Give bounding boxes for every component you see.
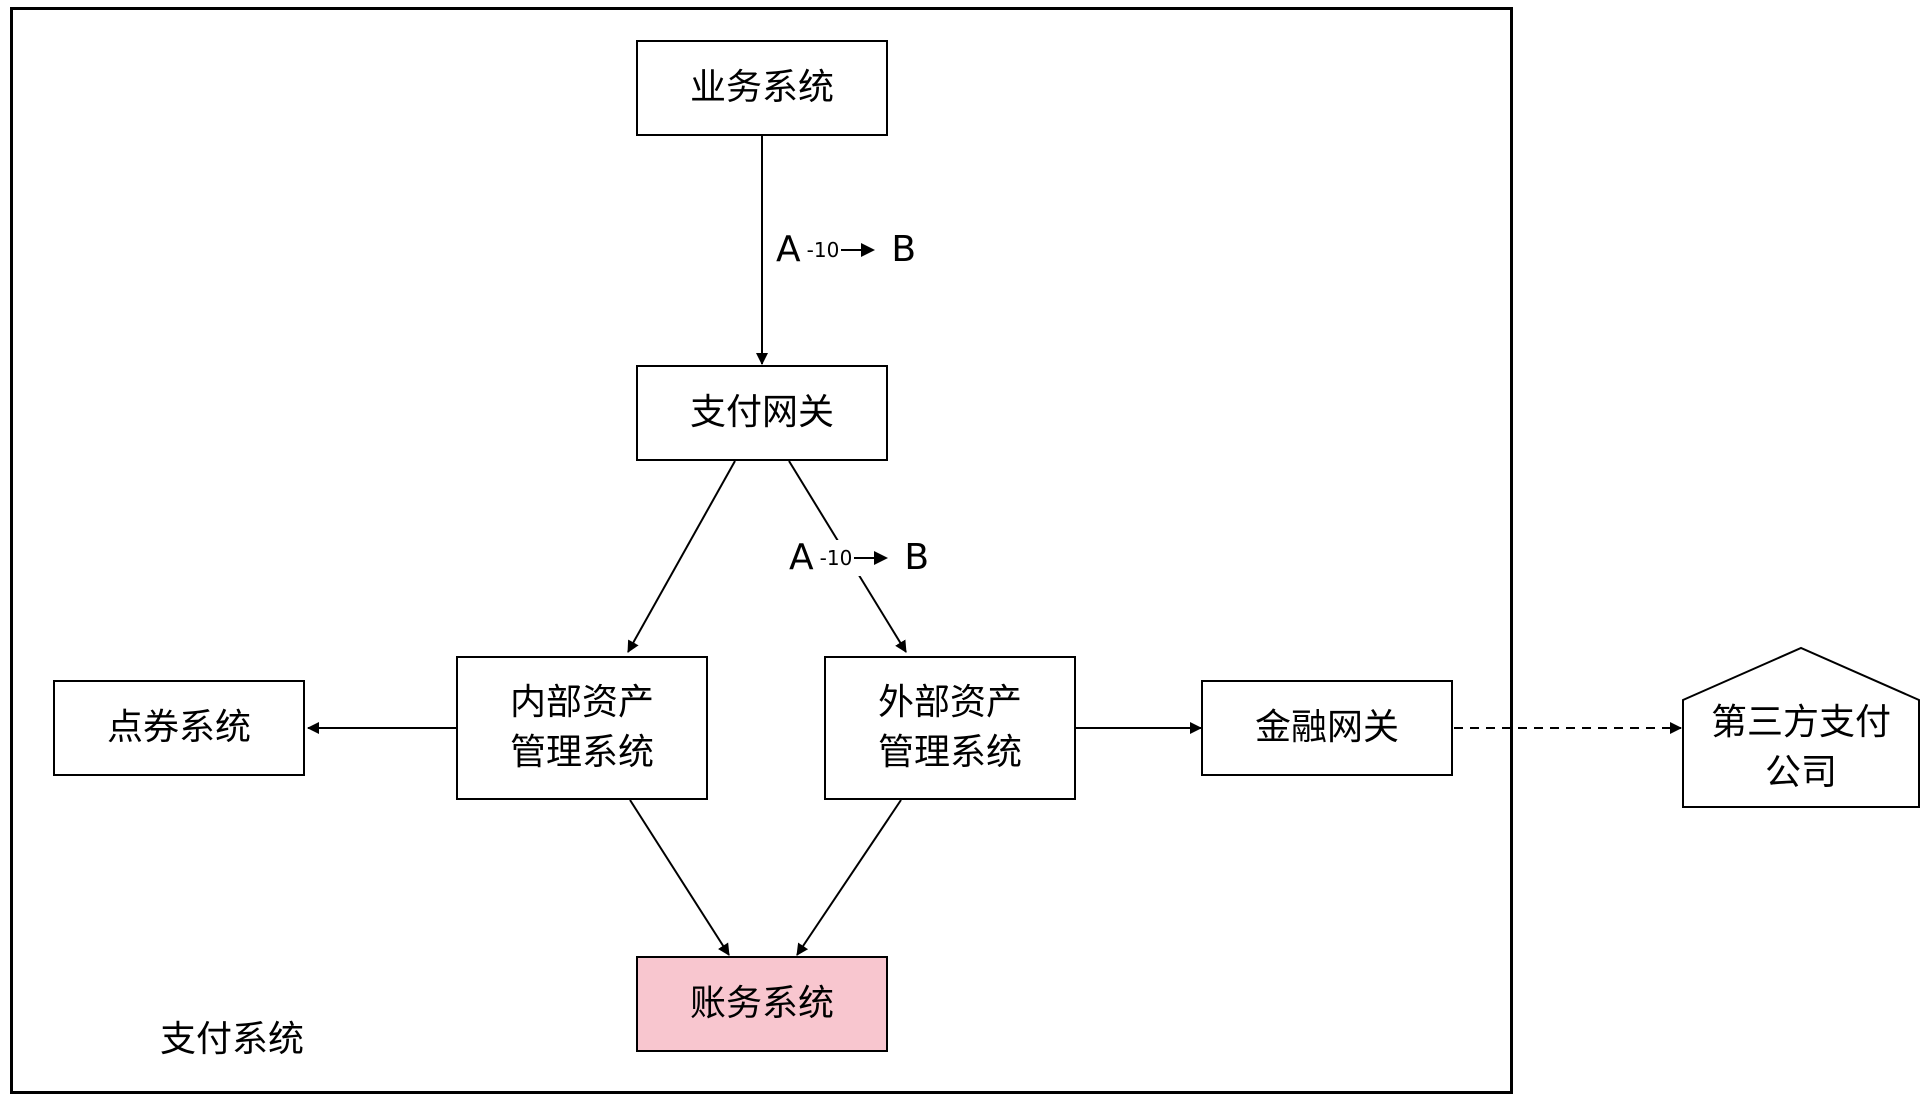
third-party-payment-label: 第三方支付 公司 <box>1710 702 1891 794</box>
payment-system-boundary <box>10 7 1513 1094</box>
flow-to: B <box>904 537 930 578</box>
flow-arrow-icon <box>854 551 889 565</box>
payment-system-label: 支付系统 <box>160 1019 305 1060</box>
flow-from: A <box>776 229 801 270</box>
business-system-node: 业务系统 <box>636 40 888 136</box>
edge-external-asset-to-accounting <box>796 799 902 956</box>
accounting-system-node: 账务系统 <box>636 956 888 1052</box>
edge-gateway-to-internal-asset <box>627 460 736 653</box>
external-asset-system-node: 外部资产 管理系统 <box>824 656 1076 800</box>
flow-label-top: A -10 B <box>770 229 923 270</box>
edge-internal-asset-to-accounting <box>629 799 730 956</box>
flow-to: B <box>891 229 917 270</box>
internal-asset-system-node: 内部资产 管理系统 <box>456 656 708 800</box>
flow-amount: -10 <box>819 546 853 570</box>
flow-amount: -10 <box>806 238 840 262</box>
payment-gateway-node: 支付网关 <box>636 365 888 461</box>
points-coupon-system-node: 点券系统 <box>53 680 305 776</box>
financial-gateway-node: 金融网关 <box>1201 680 1453 776</box>
flow-arrow-icon <box>841 243 876 257</box>
flow-label-right: A -10 B <box>783 537 936 578</box>
flow-from: A <box>789 537 814 578</box>
third-party-shape <box>1682 646 1920 808</box>
